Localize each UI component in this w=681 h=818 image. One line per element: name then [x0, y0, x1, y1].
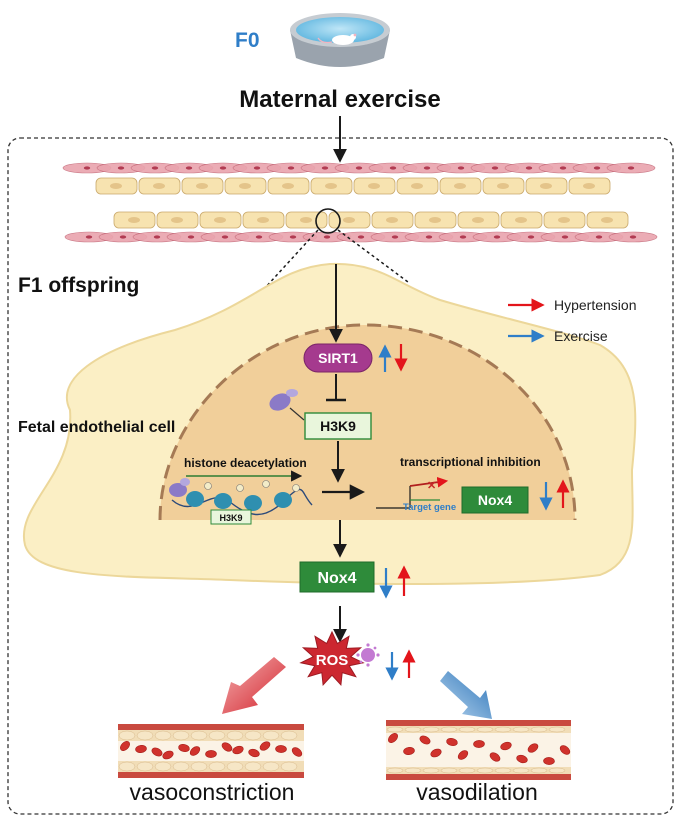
constricted-vessel [118, 724, 304, 778]
ros-burst-icon [299, 630, 365, 687]
petri-dish-icon [290, 13, 390, 67]
generation-label: F0 [235, 29, 260, 52]
nox4-box [299, 561, 375, 593]
intervention-label: Maternal exercise [239, 86, 440, 113]
sirt1-label: SIRT1 [318, 350, 358, 366]
vessel-wall-tissue [62, 162, 658, 243]
nox4-nuclear-box [461, 486, 529, 514]
target-gene-label: Target gene [403, 502, 456, 513]
hypertension-outcome-arrow [222, 657, 286, 714]
zoom-circle [315, 208, 341, 234]
nox4-nuclear-label: Nox4 [478, 492, 512, 508]
chromatin-icon [169, 478, 313, 516]
h3k9-small-box [210, 509, 252, 525]
nox4-label: Nox4 [317, 570, 356, 587]
vasoconstriction-label: vasoconstriction [130, 779, 295, 805]
dilated-vessel [386, 720, 571, 780]
virus-icon [356, 643, 380, 667]
legend-exercise-label: Exercise [554, 328, 608, 344]
cell-label: Fetal endothelial cell [18, 419, 175, 436]
legend-hypertension-label: Hypertension [554, 297, 637, 313]
enzyme-icon [269, 389, 305, 421]
h3k9-small-label: H3K9 [219, 513, 242, 523]
h3k9-box [304, 412, 372, 440]
nuclear-envelope [158, 323, 577, 521]
zoom-line-right [337, 229, 409, 283]
offspring-label: F1 offspring [18, 274, 139, 297]
ros-label: ROS [316, 652, 349, 669]
sirt1-badge [303, 343, 373, 373]
histone-deacetylation-label: histone deacetylation [184, 456, 307, 470]
block-x-icon: ✕ [427, 480, 436, 492]
vasodilation-label: vasodilation [416, 779, 537, 805]
legend: Hypertension Exercise [508, 297, 637, 344]
h3k9-label: H3K9 [320, 418, 356, 434]
transcriptional-inhibition-label: transcriptional inhibition [400, 455, 541, 469]
target-gene-icon: ✕ [376, 476, 449, 509]
exercise-outcome-arrow [440, 671, 492, 719]
